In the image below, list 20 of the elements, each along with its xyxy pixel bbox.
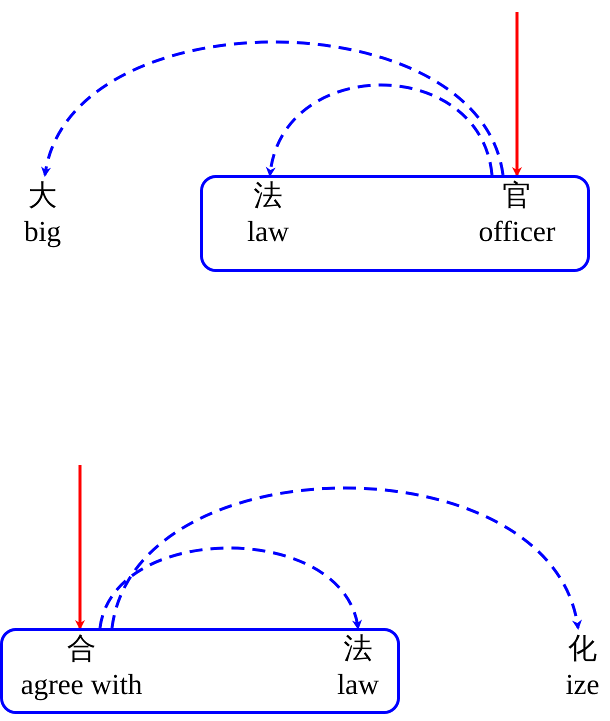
rounded-box — [200, 175, 590, 272]
chinese-character: 官 — [502, 179, 532, 214]
dashed-arrow — [110, 486, 580, 630]
chinese-character: 法 — [344, 632, 372, 667]
gloss-text: law — [337, 668, 379, 703]
gloss-text: ize — [566, 668, 600, 703]
gloss-text: officer — [478, 215, 556, 250]
dashed-arrow — [42, 40, 504, 177]
rounded-box — [0, 628, 400, 714]
dashed-arrow — [98, 546, 360, 630]
chinese-character: 化 — [568, 632, 597, 667]
gloss-text: big — [24, 215, 62, 250]
pointer-arrow — [75, 465, 85, 630]
chinese-character: 大 — [28, 179, 57, 214]
chinese-character: 法 — [254, 179, 282, 214]
gloss-text: agree with — [20, 668, 142, 703]
gloss-text: law — [247, 215, 289, 250]
dashed-arrow — [266, 84, 494, 177]
chinese-character: 合 — [67, 632, 96, 667]
pointer-arrow — [512, 12, 522, 177]
